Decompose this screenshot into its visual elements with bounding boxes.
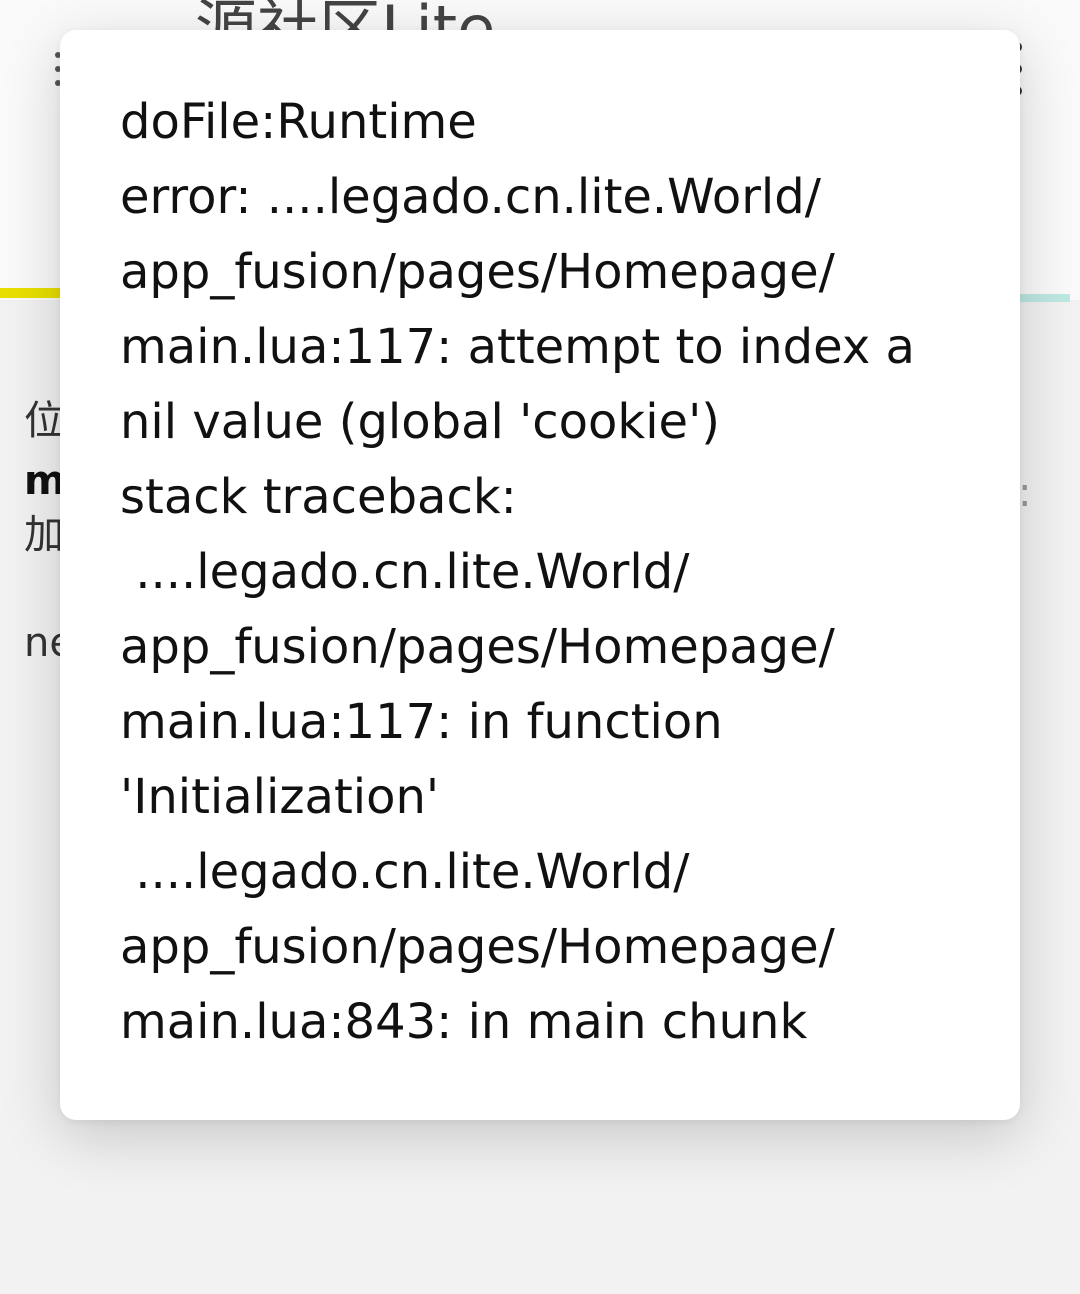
error-message: doFile:Runtime error: ....legado.cn.lite… [120,94,915,1050]
background-text-line: m [24,458,64,504]
error-dialog[interactable]: doFile:Runtime error: ....legado.cn.lite… [60,30,1020,1120]
menu-icon[interactable] [55,52,65,88]
tab-indicator-secondary [1020,294,1070,302]
tab-indicator [0,288,60,298]
background-side-text: : [1018,470,1032,516]
background-text-line: 加 [24,512,64,558]
background-text-line: ne [24,620,64,666]
background-text-line: 位 [24,398,64,444]
